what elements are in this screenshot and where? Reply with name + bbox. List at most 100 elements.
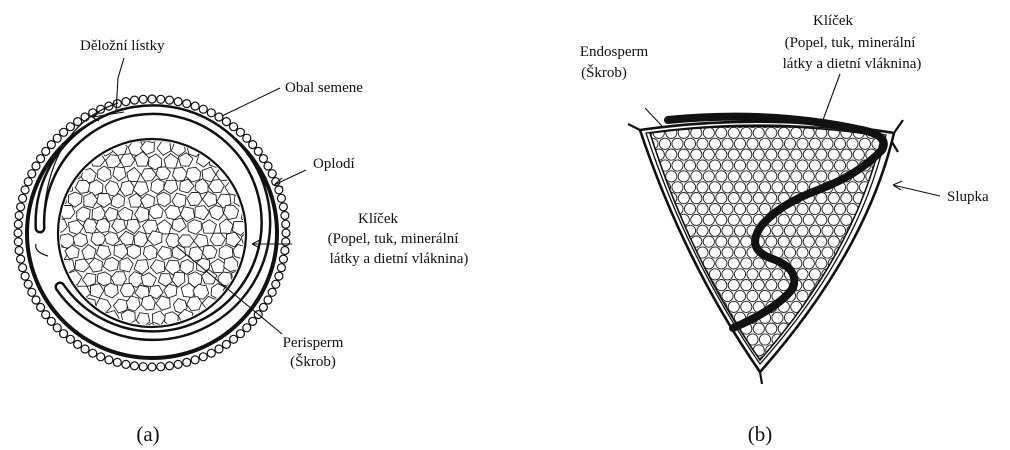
- endosperm-cell: [634, 116, 645, 127]
- leader-endosperm: [645, 108, 662, 126]
- endosperm-cell: [872, 116, 883, 127]
- endosperm-cell: [653, 236, 664, 247]
- endosperm-cell: [816, 171, 827, 182]
- endosperm-cell: [834, 160, 845, 171]
- pericarp-bead: [281, 247, 289, 255]
- endosperm-cell: [641, 193, 652, 204]
- perisperm-cell: [43, 231, 58, 246]
- endosperm-cell: [872, 356, 883, 367]
- perisperm-cell: [45, 259, 60, 273]
- endosperm-cell: [709, 356, 720, 367]
- endosperm-cell: [728, 171, 739, 182]
- endosperm-cell: [753, 149, 764, 160]
- endosperm-cell: [847, 334, 858, 345]
- endosperm-cell: [666, 301, 677, 312]
- pericarp-bead: [47, 317, 55, 325]
- endosperm-cell: [703, 301, 714, 312]
- endosperm-cell: [728, 258, 739, 269]
- endosperm-cell: [634, 312, 645, 323]
- endosperm-cell: [703, 171, 714, 182]
- endosperm-cell: [847, 138, 858, 149]
- endosperm-cell: [709, 160, 720, 171]
- endosperm-cell: [641, 171, 652, 182]
- endosperm-cell: [728, 214, 739, 225]
- endosperm-cell: [747, 203, 758, 214]
- pericarp-bead: [89, 349, 97, 357]
- endosperm-cell: [641, 236, 652, 247]
- endosperm-cell: [772, 225, 783, 236]
- endosperm-cell: [809, 247, 820, 258]
- endosperm-cell: [834, 290, 845, 301]
- endosperm-cell: [647, 182, 658, 193]
- pericarp-bead: [66, 123, 74, 131]
- endosperm-cell: [809, 334, 820, 345]
- perisperm-cell: [120, 128, 134, 141]
- endosperm-cell: [859, 290, 870, 301]
- pericarp-bead: [28, 288, 36, 296]
- endosperm-cell: [722, 203, 733, 214]
- endosperm-cell: [678, 258, 689, 269]
- pericarp-bead: [236, 330, 244, 338]
- endosperm-cell: [891, 258, 902, 269]
- endosperm-cell: [828, 345, 839, 356]
- endosperm-cell: [828, 301, 839, 312]
- endosperm-cell: [791, 236, 802, 247]
- leader-hull: [893, 181, 940, 196]
- endosperm-cell: [803, 149, 814, 160]
- pericarp-bead: [60, 128, 68, 136]
- endosperm-cell: [709, 225, 720, 236]
- endosperm-cell: [653, 301, 664, 312]
- pericarp-bead: [277, 264, 285, 272]
- endosperm-cell: [734, 138, 745, 149]
- pericarp-bead: [174, 360, 182, 368]
- endosperm-cell: [709, 312, 720, 323]
- endosperm-cell: [647, 334, 658, 345]
- endosperm-cell: [809, 225, 820, 236]
- label-embryo-b-line2: látky a dietní vláknina): [783, 56, 922, 72]
- endosperm-cell: [884, 203, 895, 214]
- endosperm-cell: [672, 356, 683, 367]
- label-embryo-line2: látky a dietní vláknina): [330, 251, 469, 267]
- endosperm-cell: [647, 356, 658, 367]
- endosperm-cell: [647, 290, 658, 301]
- endosperm-cell: [747, 290, 758, 301]
- endosperm-cell: [778, 149, 789, 160]
- endosperm-cell: [841, 214, 852, 225]
- endosperm-cell: [753, 323, 764, 334]
- pericarp-bead: [122, 98, 130, 106]
- endosperm-cell: [641, 345, 652, 356]
- pericarp-bead: [199, 105, 207, 113]
- endosperm-cell: [666, 280, 677, 291]
- perisperm-cell: [247, 220, 261, 234]
- endosperm-cell: [759, 182, 770, 193]
- endosperm-cell: [734, 356, 745, 367]
- endosperm-cell: [653, 258, 664, 269]
- pericarp-bead: [174, 98, 182, 106]
- pericarp-bead: [222, 340, 230, 348]
- endosperm-cell: [878, 301, 889, 312]
- endosperm-cell: [891, 171, 902, 182]
- endosperm-cell: [684, 182, 695, 193]
- pericarp-bead: [243, 134, 251, 142]
- endosperm-cell: [797, 225, 808, 236]
- endosperm-cell: [647, 247, 658, 258]
- endosperm-cell: [634, 269, 645, 280]
- endosperm-cell: [741, 214, 752, 225]
- endosperm-cell: [684, 356, 695, 367]
- endosperm-cell: [884, 247, 895, 258]
- endosperm-cell: [841, 193, 852, 204]
- label-embryo-title: Klíček: [358, 211, 398, 227]
- endosperm-cell: [753, 258, 764, 269]
- endosperm-cell: [841, 301, 852, 312]
- endosperm-cell: [684, 334, 695, 345]
- perisperm-cell: [120, 283, 135, 296]
- label-embryo-line1: (Popel, tuk, minerální: [328, 231, 459, 247]
- pericarp-bead: [42, 311, 50, 319]
- endosperm-cell: [697, 203, 708, 214]
- endosperm-cell: [834, 312, 845, 323]
- endosperm-cell: [772, 160, 783, 171]
- endosperm-cell: [891, 214, 902, 225]
- endosperm-cell: [859, 247, 870, 258]
- endosperm-cell: [666, 171, 677, 182]
